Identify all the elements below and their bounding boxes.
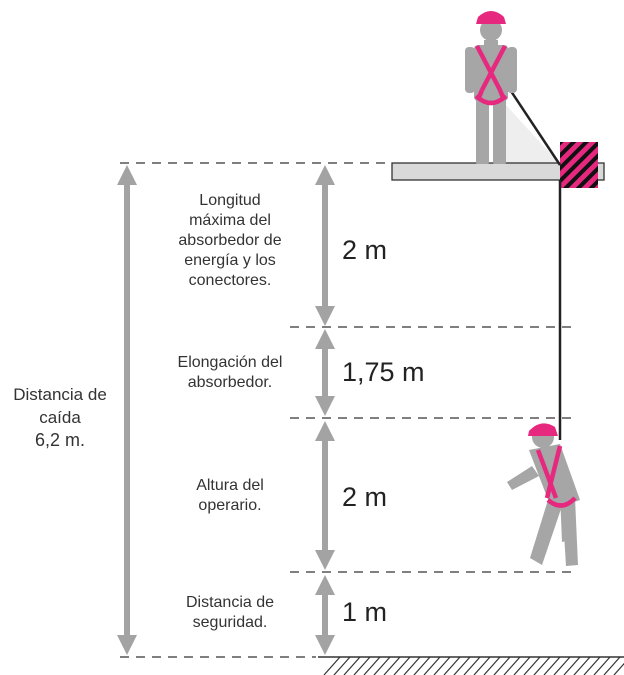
segment-3-label: Altura del operario. bbox=[150, 476, 310, 516]
reference-lines bbox=[120, 162, 572, 658]
label-line: absorbedor de bbox=[178, 232, 282, 249]
segment-3-value: 2 m bbox=[342, 482, 388, 512]
label-line: seguridad. bbox=[192, 614, 268, 631]
total-label-line: 6,2 m. bbox=[34, 430, 86, 450]
segment-arrow-1 bbox=[315, 165, 335, 326]
label-line: Elongación del bbox=[177, 354, 283, 371]
segment-4-label: Distancia de seguridad. bbox=[150, 593, 310, 633]
falling-worker-icon bbox=[507, 423, 580, 566]
label-line: máxima del bbox=[189, 212, 271, 229]
segment-arrow-2 bbox=[315, 329, 335, 416]
platform-shadow bbox=[494, 92, 560, 164]
platform bbox=[391, 92, 605, 188]
total-label-line: Distancia de bbox=[13, 385, 107, 404]
total-label-line: caída bbox=[39, 408, 81, 427]
label-line: Altura del bbox=[196, 477, 264, 494]
segment-arrow-3 bbox=[315, 421, 335, 570]
energy-absorber-icon bbox=[560, 142, 598, 188]
standing-worker-icon bbox=[465, 11, 517, 164]
segment-1-label: Longitud máxima del absorbedor de energí… bbox=[150, 191, 310, 291]
label-line: energía y los bbox=[184, 252, 276, 269]
segment-1-value: 2 m bbox=[342, 235, 388, 265]
label-line: conectores. bbox=[188, 272, 272, 289]
total-distance-arrow bbox=[117, 165, 137, 655]
segment-4-value: 1 m bbox=[342, 597, 388, 627]
label-line: absorbedor. bbox=[187, 374, 273, 391]
label-line: Longitud bbox=[199, 192, 261, 209]
segment-arrow-4 bbox=[315, 575, 335, 655]
label-line: Distancia de bbox=[185, 594, 275, 611]
total-fall-distance-label: Distancia de caída 6,2 m. bbox=[4, 383, 116, 452]
segment-2-label: Elongación del absorbedor. bbox=[150, 353, 310, 393]
segment-2-value: 1,75 m bbox=[342, 357, 425, 387]
ground bbox=[318, 656, 624, 675]
label-line: operario. bbox=[198, 497, 262, 514]
